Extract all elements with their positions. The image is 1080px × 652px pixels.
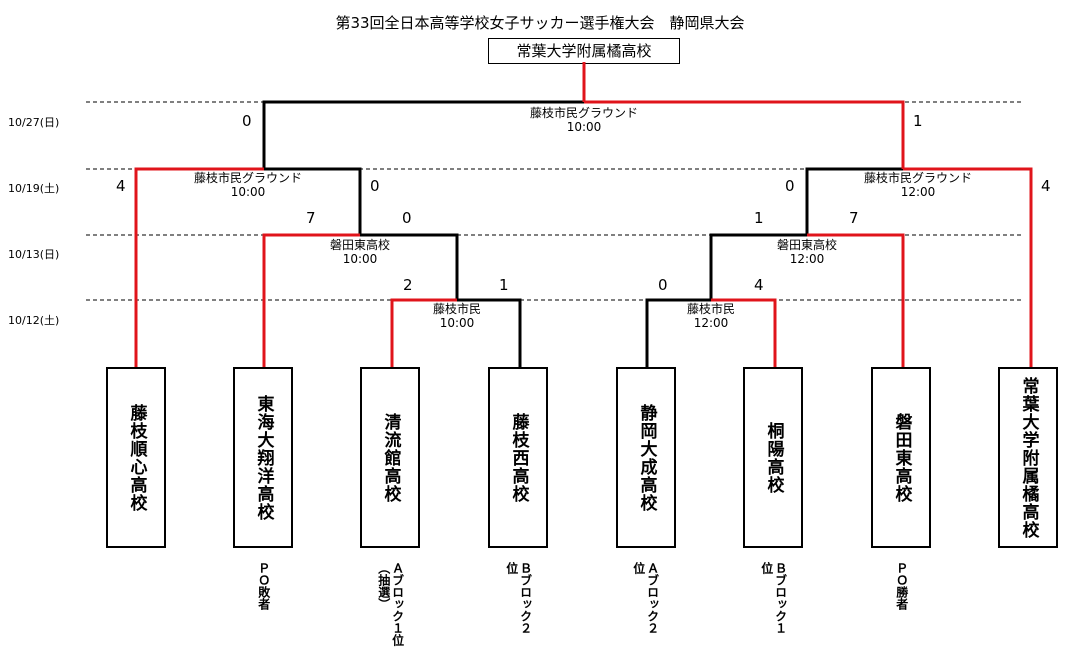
venue-sfl-name: 藤枝市民グラウンド xyxy=(193,171,302,185)
team-box-1: 藤枝順心高校 xyxy=(106,367,166,548)
line-final-loser xyxy=(262,100,584,169)
venue-sfr-name: 藤枝市民グラウンド xyxy=(863,171,972,185)
team-box-7: 磐田東高校 xyxy=(871,367,931,548)
line-r2r-winner xyxy=(807,233,905,367)
venue-final: 藤枝市民グラウンド 10:00 xyxy=(514,106,654,134)
venue-r2r-name: 磐田東高校 xyxy=(776,238,837,252)
venue-sfl-time: 10:00 xyxy=(230,185,266,199)
venue-r1l-time: 10:00 xyxy=(439,316,475,330)
venue-r2l: 磐田東高校 10:00 xyxy=(290,238,430,266)
team-box-3: 清流館高校 xyxy=(360,367,420,548)
venue-final-name: 藤枝市民グラウンド xyxy=(529,106,638,120)
score-r2l-right: 0 xyxy=(402,209,412,227)
score-r2r-right: 7 xyxy=(849,209,859,227)
line-sfl-winner xyxy=(134,167,264,367)
team-box-5: 静岡大成高校 xyxy=(616,367,676,548)
date-sf: 10/19(土) xyxy=(8,182,60,195)
venue-sfr-time: 12:00 xyxy=(900,185,936,199)
venue-r1r-name: 藤枝市民 xyxy=(686,302,735,316)
score-sfr-right: 4 xyxy=(1041,177,1051,195)
score-r1l-right: 1 xyxy=(499,276,509,294)
team-note-4: Ｂブロック２位 xyxy=(504,562,533,634)
team-box-2: 東海大翔洋高校 xyxy=(233,367,293,548)
score-r2r-left: 1 xyxy=(754,209,764,227)
score-r1r-left: 0 xyxy=(658,276,668,294)
score-r1l-left: 2 xyxy=(403,276,413,294)
team-note-2: ＰＯ敗者 xyxy=(256,562,271,610)
venue-r1l: 藤枝市民 10:00 xyxy=(387,302,527,330)
line-sfr-loser xyxy=(805,167,903,235)
venue-r2r-time: 12:00 xyxy=(789,252,825,266)
team-name-4: 藤枝西高校 xyxy=(508,412,529,503)
date-r1: 10/12(土) xyxy=(8,314,60,327)
score-final-left: 0 xyxy=(242,112,252,130)
date-r2: 10/13(日) xyxy=(8,248,60,261)
team-note-5: Ａブロック２位 xyxy=(631,562,660,634)
team-name-6: 桐陽高校 xyxy=(763,421,784,494)
line-r1r-winner xyxy=(711,298,777,367)
venue-r1r: 藤枝市民 12:00 xyxy=(641,302,781,330)
team-note-6: Ｂブロック１位 xyxy=(759,562,788,634)
team-box-6: 桐陽高校 xyxy=(743,367,803,548)
line-r2r-loser xyxy=(709,233,807,300)
team-name-1: 藤枝順心高校 xyxy=(126,403,147,512)
venue-r1r-time: 12:00 xyxy=(693,316,729,330)
line-r1l-winner xyxy=(390,298,457,367)
team-name-3: 清流館高校 xyxy=(380,412,401,503)
score-sfr-left: 0 xyxy=(785,177,795,195)
team-name-2: 東海大翔洋高校 xyxy=(253,394,274,521)
team-name-8: 常葉大学附属橘高校 xyxy=(1018,376,1039,539)
line-r2l-winner xyxy=(262,233,360,367)
line-r1r-loser xyxy=(645,298,711,367)
date-final: 10/27(日) xyxy=(8,116,60,129)
venue-r2l-name: 磐田東高校 xyxy=(329,238,390,252)
venue-r2r: 磐田東高校 12:00 xyxy=(737,238,877,266)
venue-sfr: 藤枝市民グラウンド 12:00 xyxy=(848,171,988,199)
team-note-3: Ａブロック１位（抽選） xyxy=(376,562,405,646)
line-final-winner xyxy=(584,100,905,169)
score-r2l-left: 7 xyxy=(306,209,316,227)
line-sfr-winner xyxy=(903,167,1033,367)
team-box-8: 常葉大学附属橘高校 xyxy=(998,367,1058,548)
line-r1l-loser xyxy=(457,298,522,367)
page-title: 第33回全日本高等学校女子サッカー選手権大会 静岡県大会 xyxy=(335,14,745,32)
score-final-right: 1 xyxy=(913,112,923,130)
score-sfl-right: 0 xyxy=(370,177,380,195)
team-note-7: ＰＯ勝者 xyxy=(894,562,909,610)
team-name-5: 静岡大成高校 xyxy=(636,403,657,512)
team-box-4: 藤枝西高校 xyxy=(488,367,548,548)
score-sfl-left: 4 xyxy=(116,177,126,195)
team-name-7: 磐田東高校 xyxy=(891,412,912,503)
venue-r2l-time: 10:00 xyxy=(342,252,378,266)
venue-final-time: 10:00 xyxy=(566,120,602,134)
venue-sfl: 藤枝市民グラウンド 10:00 xyxy=(178,171,318,199)
venue-r1l-name: 藤枝市民 xyxy=(432,302,481,316)
score-r1r-right: 4 xyxy=(754,276,764,294)
